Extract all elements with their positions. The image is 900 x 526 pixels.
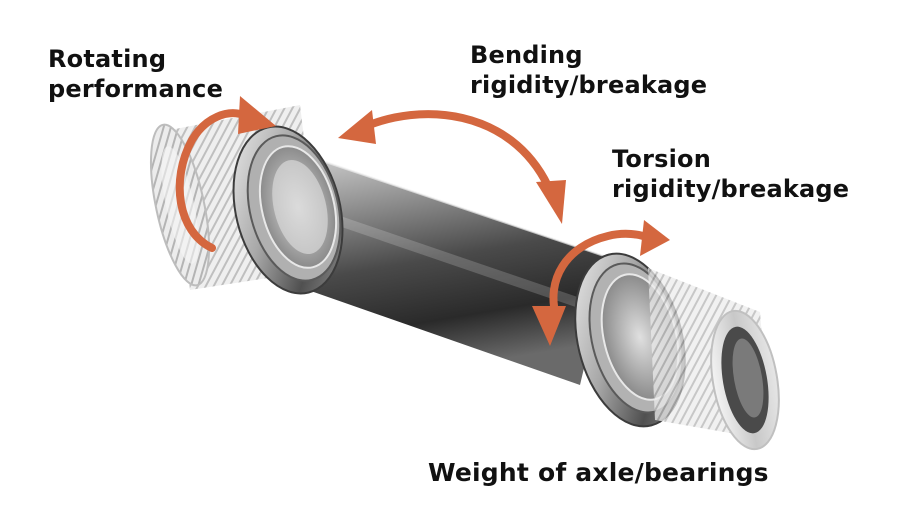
label-torsion-line1: Torsion	[612, 145, 711, 173]
label-rotating-performance: Rotating performance	[48, 44, 223, 104]
label-bending-rigidity: Bending rigidity/breakage	[470, 40, 707, 100]
curved-rotation-arrow-icon	[175, 96, 276, 252]
double-headed-arc-arrow-icon	[338, 110, 566, 224]
label-weight: Weight of axle/bearings	[428, 458, 769, 487]
label-torsion-line2: rigidity/breakage	[612, 175, 850, 203]
label-torsion-rigidity: Torsion rigidity/breakage	[612, 144, 849, 204]
curved-torsion-arrow-icon	[532, 220, 670, 346]
label-rotating-line2: performance	[48, 75, 224, 103]
label-rotating-line1: Rotating	[48, 45, 167, 73]
label-bending-line2: rigidity/breakage	[470, 71, 708, 99]
right-spline-sleeve	[648, 268, 780, 451]
label-bending-line1: Bending	[470, 41, 583, 69]
